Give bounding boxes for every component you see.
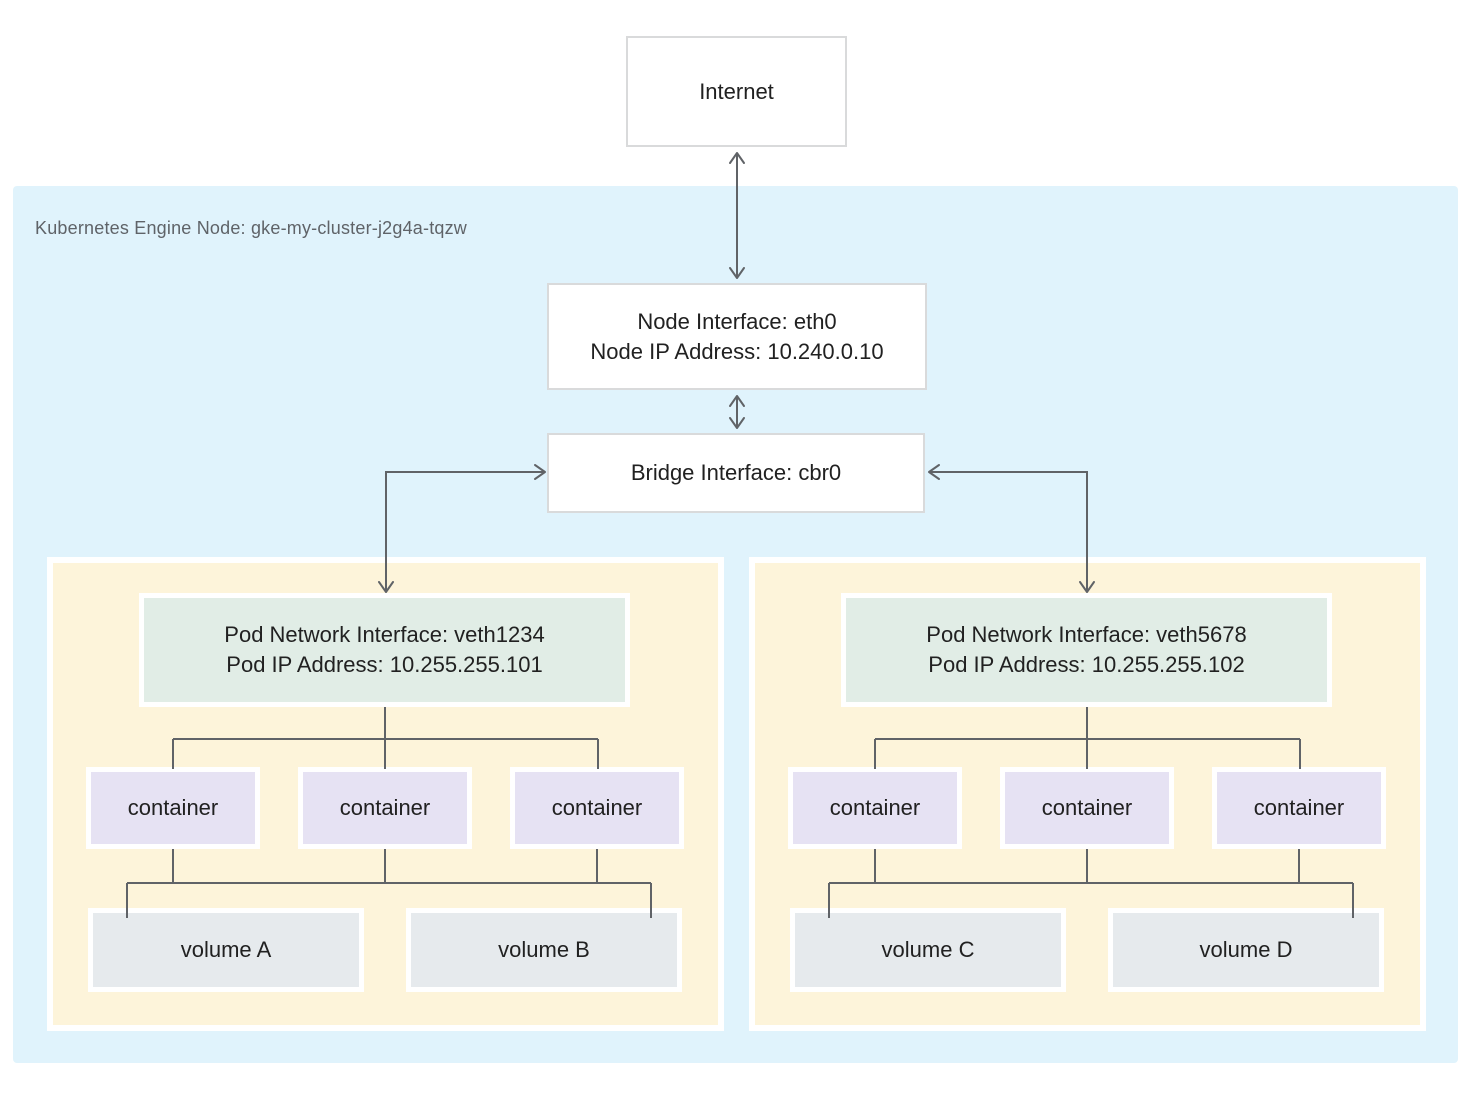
node-interface-box: Node Interface: eth0 Node IP Address: 10… [547, 283, 927, 390]
internet-box: Internet [626, 36, 847, 147]
pod1-volume-a: volume A [88, 908, 364, 992]
container-label: container [1253, 795, 1345, 820]
pod2-container-2: container [1000, 767, 1174, 849]
pod2-network-interface-box: Pod Network Interface: veth5678 Pod IP A… [841, 593, 1332, 707]
container-label: container [1041, 795, 1133, 820]
pod2-network-interface-line2: Pod IP Address: 10.255.255.102 [928, 652, 1245, 677]
container-label: container [339, 795, 431, 820]
pod2-container-1: container [788, 767, 962, 849]
pod2-container-3: container [1212, 767, 1386, 849]
pod1-network-interface-line2: Pod IP Address: 10.255.255.101 [226, 652, 543, 677]
pod2-volume-c: volume C [790, 908, 1066, 992]
bridge-interface-box: Bridge Interface: cbr0 [547, 433, 925, 513]
pod2-volume-d: volume D [1108, 908, 1384, 992]
node-interface-line1: Node Interface: eth0 [637, 308, 837, 334]
bridge-interface-label: Bridge Interface: cbr0 [630, 460, 842, 485]
node-interface-line2: Node IP Address: 10.240.0.10 [590, 338, 884, 364]
container-label: container [829, 795, 921, 820]
pod1-network-interface-line1: Pod Network Interface: veth1234 [224, 622, 545, 647]
container-label: container [551, 795, 643, 820]
internet-label: Internet [699, 78, 774, 104]
pod1-network-interface-box: Pod Network Interface: veth1234 Pod IP A… [139, 593, 630, 707]
pod1-volume-b: volume B [406, 908, 682, 992]
volume-label: volume D [1199, 937, 1293, 962]
pod1-container-2: container [298, 767, 472, 849]
container-label: container [127, 795, 219, 820]
kubernetes-node-label: Kubernetes Engine Node: gke-my-cluster-j… [35, 218, 468, 238]
pod1-container-3: container [510, 767, 684, 849]
volume-label: volume C [881, 937, 975, 962]
volume-label: volume B [498, 937, 590, 962]
pod2-network-interface-line1: Pod Network Interface: veth5678 [926, 622, 1247, 647]
volume-label: volume A [180, 937, 272, 962]
pod1-container-1: container [86, 767, 260, 849]
